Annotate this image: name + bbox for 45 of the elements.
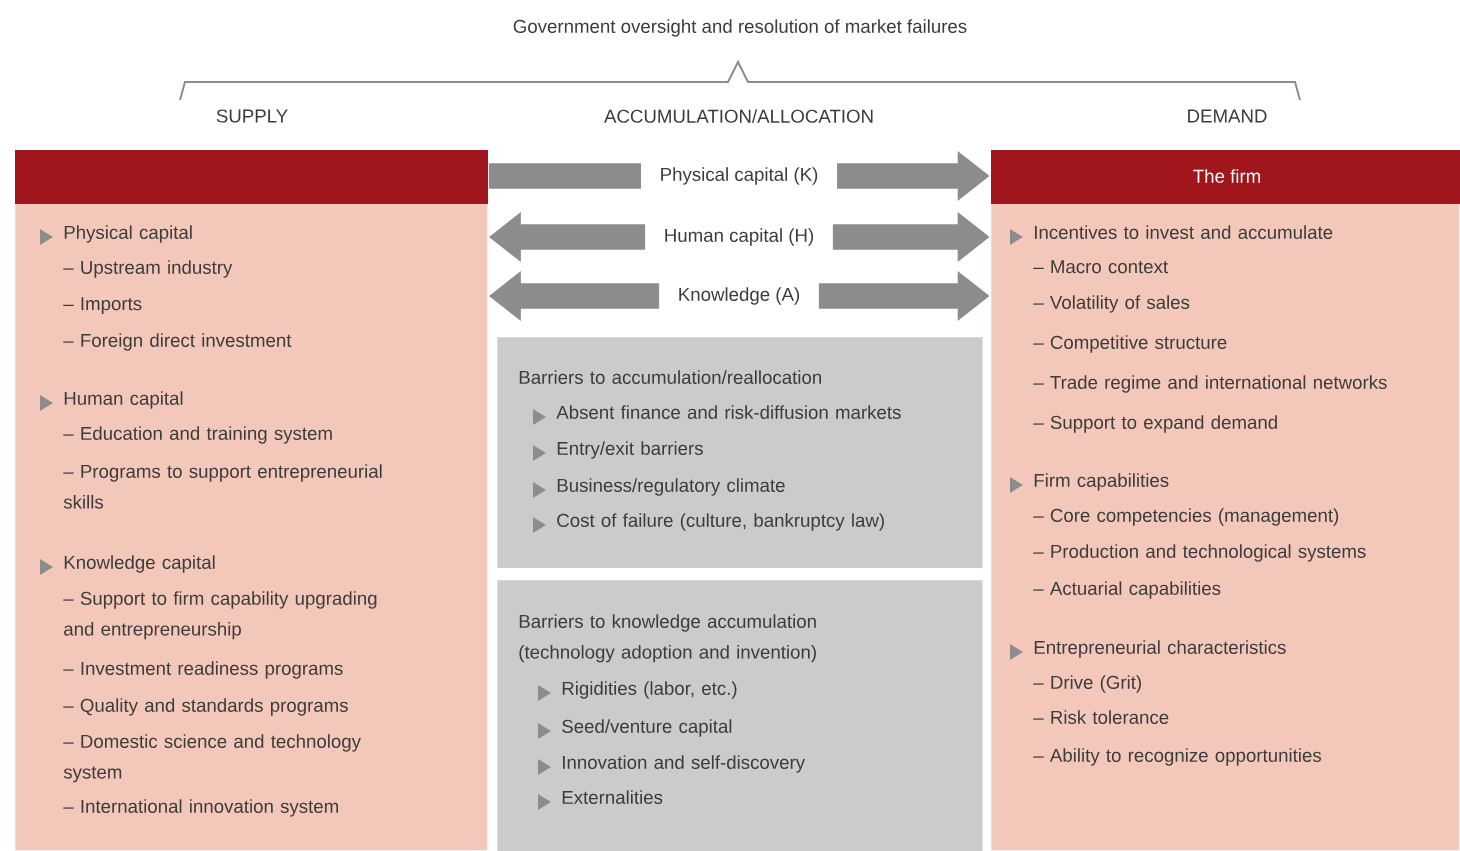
list-item: Barriers to knowledge accumulation (technology adoption and invention) — [519, 614, 816, 663]
list-item: – Trade regime and international networks — [1033, 375, 1387, 393]
list-item: Cost of failure (culture, bankruptcy law) — [557, 513, 884, 531]
column-heading: DEMAND — [1188, 109, 1267, 123]
list-item: Rigidities (labor, etc.) — [562, 681, 737, 699]
list-item: – Volatility of sales — [1033, 295, 1190, 313]
list-item: – Risk tolerance — [1033, 710, 1169, 724]
list-item: – Imports — [63, 297, 142, 314]
list-item: – Quality and standards programs — [63, 698, 348, 716]
list-item: Firm capabilities — [1034, 473, 1169, 491]
list-item: – International innovation system — [63, 799, 338, 817]
list-item: Seed/venture capital — [562, 719, 732, 737]
list-item: Absent finance and risk-diffusion markets — [556, 405, 901, 419]
title: Government oversight and resolution of market failures — [513, 19, 967, 37]
list-item: – Drive (Grit) — [1033, 675, 1141, 693]
list-item: Externalities — [562, 790, 663, 804]
column-heading: SUPPLY — [216, 109, 288, 123]
list-item: – Actuarial capabilities — [1033, 581, 1221, 599]
list-item: Entrepreneurial characteristics — [1034, 640, 1286, 658]
list-item: Human capital — [64, 391, 183, 409]
list-item: – Macro context — [1033, 260, 1168, 274]
list-item: – Support to expand demand — [1033, 415, 1277, 433]
list-item: – Foreign direct investment — [63, 333, 292, 351]
list-item: – Education and training system — [63, 426, 332, 444]
list-item: – Investment readiness programs — [63, 661, 343, 679]
list-item: Entry/exit barriers — [557, 441, 703, 459]
list-item: – Support to firm capability upgrading and entrepreneurship — [63, 591, 377, 640]
list-item: – Upstream industry — [63, 260, 233, 278]
edge-label: Physical capital (K) — [641, 159, 838, 193]
column-heading: ACCUMULATION/ALLOCATION — [604, 109, 873, 123]
edge-label: Knowledge (A) — [659, 279, 819, 313]
list-item: Innovation and self-discovery — [563, 755, 806, 773]
list-item: – Core competencies (management) — [1033, 508, 1339, 526]
list-item: Barriers to accumulation/reallocation — [519, 370, 821, 384]
list-item: – Production and technological systems — [1033, 544, 1366, 562]
list-item: – Domestic science and technology system — [63, 734, 361, 783]
list-item: Business/regulatory climate — [557, 478, 785, 496]
list-item: Incentives to invest and accumulate — [1035, 225, 1333, 239]
list-item: – Ability to recognize opportunities — [1033, 748, 1321, 766]
header-bar: The firm — [991, 150, 1460, 204]
list-item: Knowledge capital — [64, 555, 215, 573]
list-item: – Competitive structure — [1033, 335, 1227, 353]
list-item: – Programs to support entrepreneurial skills — [63, 464, 382, 509]
edge-label: Human capital (H) — [645, 220, 833, 254]
list-item: Physical capital — [64, 225, 192, 243]
